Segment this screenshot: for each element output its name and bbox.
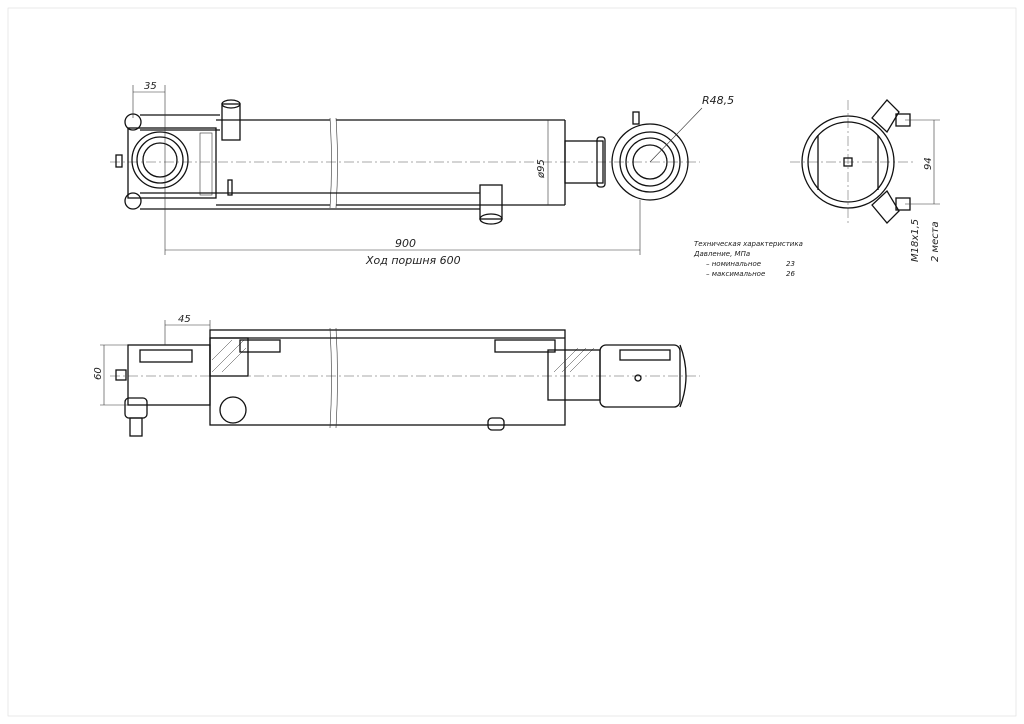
dim-eye-radius: R48,5: [702, 94, 734, 107]
dim-overall-length: 900: [395, 237, 416, 250]
spec-pressure-label: Давление, МПа: [693, 250, 750, 258]
dim-port-spacing: 94: [923, 157, 934, 170]
dim-section-height: 60: [93, 367, 104, 380]
dim-mount-offset: 35: [144, 81, 157, 92]
spec-nominal-value: 23: [786, 260, 795, 268]
top-view: [110, 85, 703, 255]
end-view: [790, 99, 940, 225]
sheet-frame: [7, 7, 1017, 717]
spec-max-value: 26: [786, 270, 795, 278]
spec-title: Техническая характеристика: [694, 240, 803, 248]
dim-stroke: Ход поршня 600: [365, 254, 461, 267]
section-view: [100, 320, 700, 437]
port-thread: М18х1,5: [910, 219, 921, 262]
dim-bore: ø95: [536, 159, 547, 179]
spec-nominal-label: – номинальное: [706, 260, 761, 268]
spec-max-label: – максимальное: [706, 270, 765, 278]
spec-notes: Техническая характеристика Давление, МПа…: [693, 240, 803, 278]
port-count: 2 места: [930, 221, 941, 262]
dim-section-offset: 45: [178, 314, 191, 325]
